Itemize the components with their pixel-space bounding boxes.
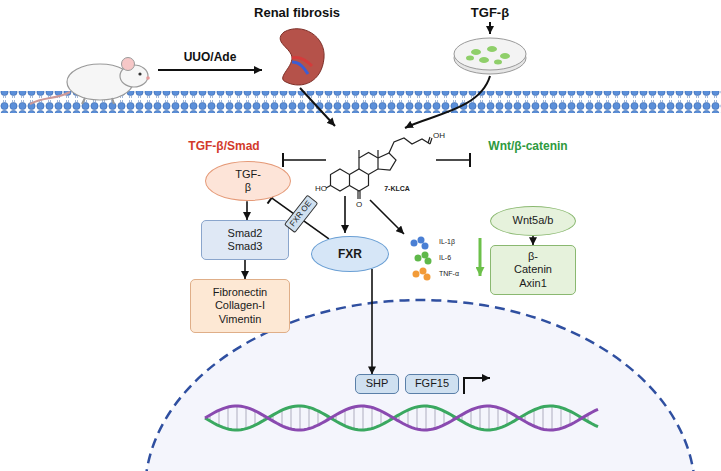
cytokine-label: IL-1β: [439, 238, 455, 246]
arrow: [370, 200, 404, 234]
receptor-oval: FXR: [311, 236, 389, 272]
pathway-label: Wnt/β-catenin: [488, 140, 567, 153]
atom-label: OH: [433, 132, 445, 141]
gene-box: FGF15: [405, 374, 459, 393]
transcription-arrow: [464, 378, 490, 394]
arrow-connector: [532, 236, 534, 245]
process-box: Fibronectin Collagen-I Vimentin: [190, 279, 290, 333]
arrow-connector: [371, 269, 373, 375]
node-text: FGF15: [415, 377, 449, 390]
petri-dish: [454, 38, 526, 74]
node-text: β-Catenin Axin1: [514, 250, 552, 290]
node-text: TGF-β: [235, 168, 261, 194]
cytokine-icons: [411, 237, 432, 281]
arrow-connector: [244, 260, 246, 279]
heading-label: TGF-β: [471, 6, 509, 20]
decrease-arrow: [479, 238, 482, 276]
arrow: [405, 76, 490, 128]
node-text: FXR: [338, 247, 362, 261]
node-text: SHP: [366, 377, 389, 390]
steroid-structure: [326, 137, 432, 199]
inhibition-line: [436, 159, 470, 161]
arrow: [489, 22, 491, 34]
arrow-connector: [246, 201, 248, 220]
atom-label: HO: [315, 185, 327, 194]
heading-label: Renal fibrosis: [254, 6, 340, 20]
process-box: Smad2 Smad3: [201, 220, 289, 260]
cytokine-label: TNF-α: [439, 270, 459, 278]
process-box: β-Catenin Axin1: [490, 245, 576, 295]
atom-label: O: [356, 201, 362, 210]
pathway-label: TGF-β/Smad: [188, 140, 259, 153]
node-text: Fibronectin Collagen-I Vimentin: [213, 286, 267, 326]
overexpression-tag: FXR OE: [284, 195, 318, 233]
node-text: FXR OE: [288, 199, 314, 228]
kidney-icon: [280, 29, 324, 85]
dna-helix: [205, 406, 598, 430]
arrow-label: UUO/Ade: [184, 51, 237, 64]
node-text: Wnt5a/b: [513, 214, 554, 227]
arrow: [344, 196, 346, 233]
compound-label: 7-KLCA: [384, 185, 410, 193]
arrow: [300, 88, 335, 126]
inhibition-line: [283, 159, 326, 161]
mouse-icon: [30, 58, 150, 105]
cytokine-label: IL-6: [439, 254, 451, 262]
process-oval: Wnt5a/b: [490, 206, 576, 236]
node-text: Smad2 Smad3: [228, 227, 263, 253]
gene-box: SHP: [355, 374, 399, 393]
arrow: [158, 69, 262, 71]
process-oval: TGF-β: [205, 161, 291, 201]
